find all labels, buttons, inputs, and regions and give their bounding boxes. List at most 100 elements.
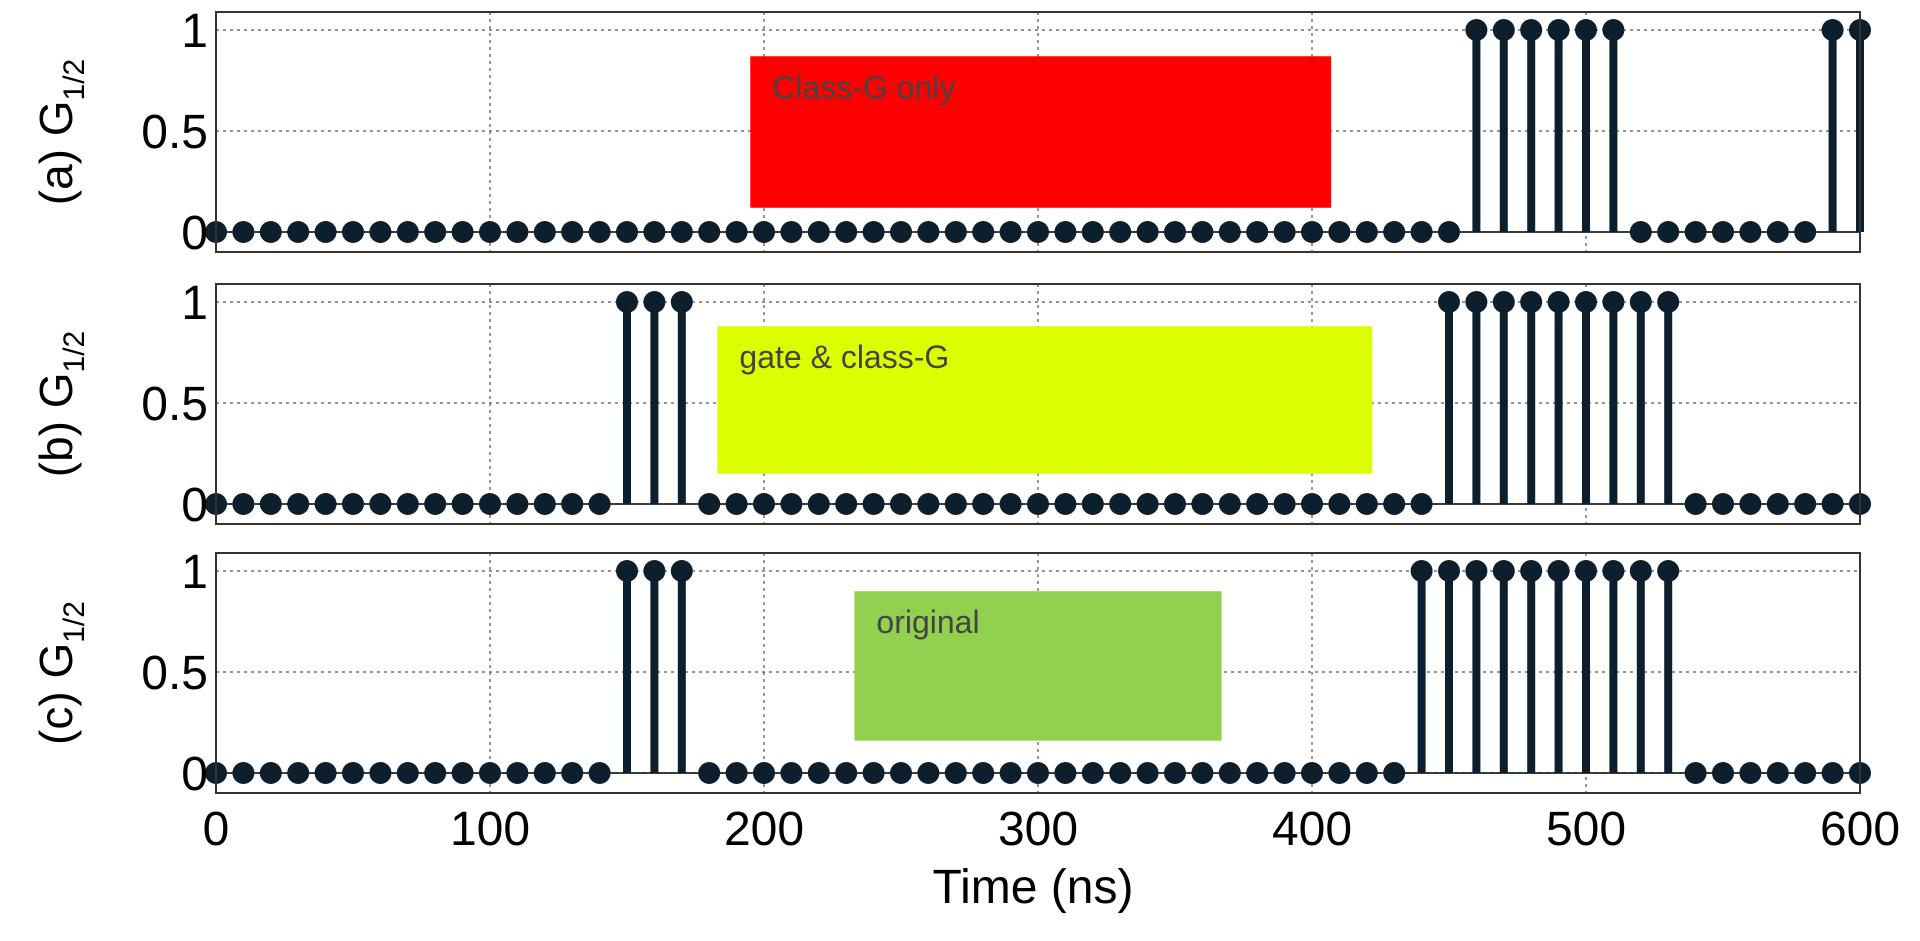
stem-marker: [972, 493, 995, 515]
stem-marker: [1575, 291, 1597, 313]
stem-marker: [232, 221, 255, 243]
stem-marker: [588, 493, 611, 515]
stem-marker: [807, 493, 830, 515]
stem-marker: [1328, 762, 1351, 784]
stem-marker: [917, 221, 940, 243]
stem-marker: [1164, 221, 1186, 243]
stem-marker: [1547, 19, 1570, 41]
stem-marker: [999, 221, 1022, 243]
stem-marker: [1739, 221, 1762, 243]
stem-marker: [396, 493, 419, 515]
stem-marker: [698, 221, 721, 243]
stem-marker: [451, 221, 474, 243]
annotation-box: [854, 591, 1222, 741]
stem-marker: [451, 762, 474, 784]
stem-marker: [1246, 493, 1269, 515]
stem-marker: [890, 762, 912, 784]
stem-marker: [232, 493, 255, 515]
y-tick-label: 1: [181, 546, 208, 599]
stem-marker: [972, 221, 995, 243]
stem-marker: [1465, 291, 1488, 313]
stem-marker: [643, 291, 666, 313]
stem-marker: [1465, 19, 1488, 41]
stem-marker: [424, 493, 447, 515]
stem-marker: [1575, 19, 1597, 41]
x-tick-label: 600: [1820, 803, 1900, 856]
stem-marker: [616, 221, 638, 243]
stem-marker: [1520, 19, 1543, 41]
stem-marker: [1273, 493, 1296, 515]
stem-marker: [1794, 493, 1817, 515]
stem-marker: [561, 762, 584, 784]
stem-marker: [1547, 560, 1570, 582]
stem-marker: [1739, 762, 1762, 784]
x-tick-label: 500: [1546, 803, 1626, 856]
stem-marker: [1794, 221, 1817, 243]
stem-marker: [1684, 221, 1707, 243]
stem-marker: [1438, 560, 1460, 582]
y-axis-label-main: (c) G: [30, 643, 82, 745]
stem-marker: [259, 762, 282, 784]
stem-marker: [1712, 762, 1734, 784]
y-axis-label: (c) G1/2: [30, 601, 91, 745]
stem-marker: [342, 493, 364, 515]
annotation-label: Class-G only: [772, 69, 955, 105]
y-tick-label: 0.5: [141, 378, 208, 431]
stem-marker: [890, 221, 912, 243]
stem-marker: [1575, 560, 1597, 582]
stem-marker: [1218, 493, 1241, 515]
x-tick-label: 100: [450, 803, 530, 856]
stem-marker: [725, 762, 748, 784]
stem-marker: [1191, 762, 1214, 784]
stem-marker: [890, 493, 912, 515]
stem-marker: [1794, 762, 1817, 784]
y-axis-label: (a) G1/2: [30, 59, 91, 206]
stem-marker: [561, 493, 584, 515]
stem-marker: [1081, 762, 1104, 784]
stem-marker: [780, 221, 803, 243]
stem-marker: [1739, 493, 1762, 515]
stem-marker: [259, 493, 282, 515]
stem-marker: [1027, 493, 1049, 515]
stem-marker: [1712, 493, 1734, 515]
stem-marker: [862, 762, 885, 784]
stem-marker: [1301, 221, 1323, 243]
stem-marker: [1410, 493, 1433, 515]
y-tick-label: 0.5: [141, 647, 208, 700]
stem-marker: [862, 493, 885, 515]
x-tick-label: 200: [724, 803, 804, 856]
stem-marker: [1657, 291, 1680, 313]
stem-marker: [670, 221, 693, 243]
y-axis-label-subscript: 1/2: [58, 59, 91, 101]
stem-marker: [1109, 493, 1132, 515]
stem-marker: [1410, 221, 1433, 243]
annotation-label: original: [876, 604, 979, 640]
stem-marker: [314, 762, 337, 784]
axes-frame: [215, 552, 1861, 794]
stem-marker: [1438, 291, 1460, 313]
stem-marker: [725, 221, 748, 243]
stem-marker: [479, 762, 501, 784]
y-axis-label-subscript: 1/2: [58, 601, 91, 643]
stem-marker: [1492, 19, 1515, 41]
stem-marker: [1821, 19, 1844, 41]
stem-marker: [780, 493, 803, 515]
stem-marker: [259, 221, 282, 243]
stem-marker: [287, 493, 310, 515]
stem-marker: [1054, 762, 1077, 784]
x-axis-label: Time (ns): [933, 861, 1134, 914]
stem-marker: [807, 221, 830, 243]
annotation-label: gate & class-G: [739, 339, 949, 375]
stem-marker: [533, 762, 556, 784]
stem-marker: [944, 762, 967, 784]
stem-marker: [1766, 762, 1789, 784]
annotation-box: [750, 56, 1332, 208]
stem-marker: [396, 221, 419, 243]
y-axis-label: (b) G1/2: [30, 331, 91, 478]
stem-marker: [1246, 762, 1269, 784]
stem-marker: [643, 221, 666, 243]
stem-marker: [424, 221, 447, 243]
panel-b: gate & class-G00.51(b) G1/2: [30, 277, 1871, 532]
stem-marker: [1027, 762, 1049, 784]
